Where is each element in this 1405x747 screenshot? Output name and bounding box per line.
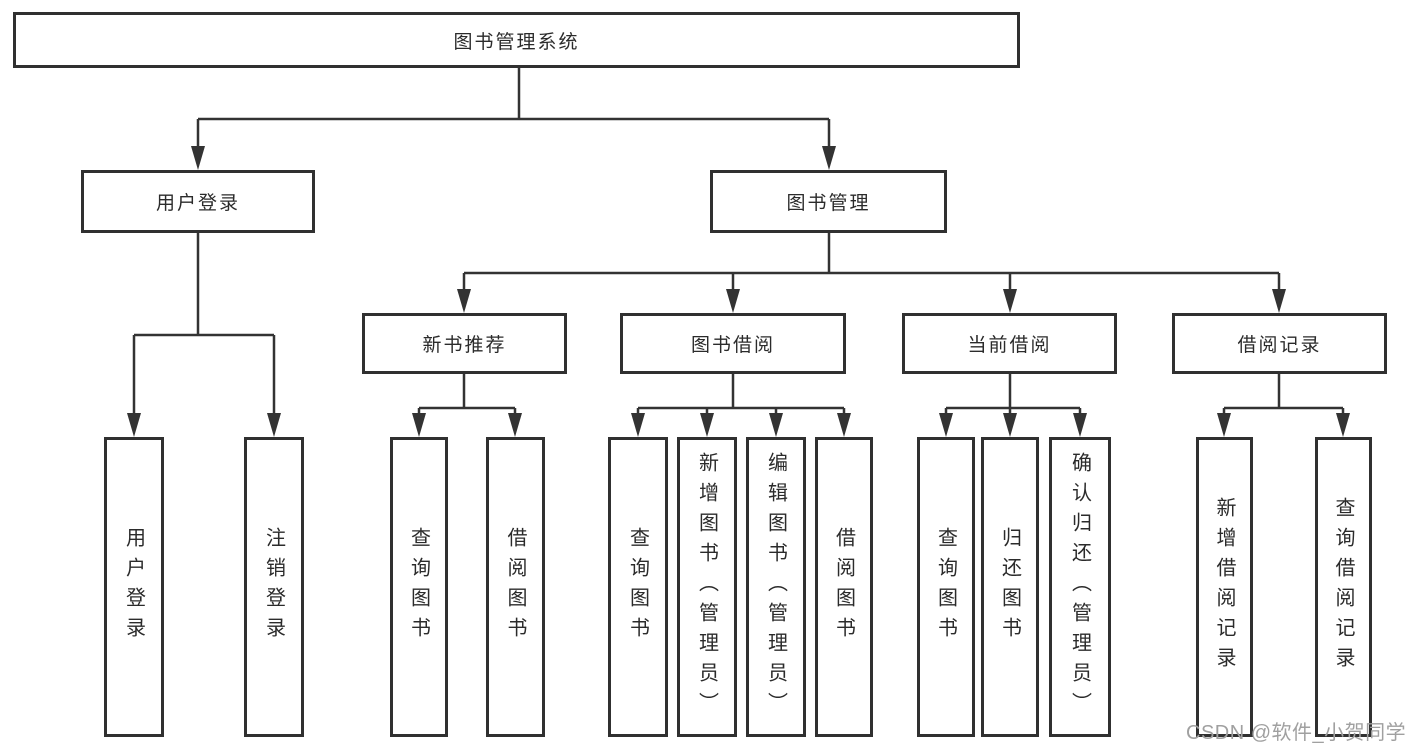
node-current-borrow: 当前借阅 [902, 313, 1117, 374]
leaf-confirm-return-admin: 确认归还（管理员） [1049, 437, 1111, 737]
leaf-logout: 注销登录 [244, 437, 304, 737]
arrowheads [127, 146, 1350, 437]
leaf-add-books-admin: 新增图书（管理员） [677, 437, 737, 737]
leaf-return-books: 归还图书 [981, 437, 1039, 737]
csdn-watermark: CSDN @软件_小贺同学 [1186, 722, 1405, 744]
leaf-query-books-borrow: 查询图书 [608, 437, 668, 737]
leaf-query-books-recommend: 查询图书 [390, 437, 448, 737]
leaf-borrow-books: 借阅图书 [815, 437, 873, 737]
node-book-borrow: 图书借阅 [620, 313, 846, 374]
leaf-query-borrow-record: 查询借阅记录 [1315, 437, 1372, 737]
node-borrow-records: 借阅记录 [1172, 313, 1387, 374]
leaf-add-borrow-record: 新增借阅记录 [1196, 437, 1253, 737]
leaf-borrow-books-recommend: 借阅图书 [486, 437, 545, 737]
node-new-book-recommend: 新书推荐 [362, 313, 567, 374]
leaf-query-books-current: 查询图书 [917, 437, 975, 737]
node-root-system: 图书管理系统 [13, 12, 1020, 68]
node-user-login: 用户登录 [81, 170, 315, 233]
leaf-user-login: 用户登录 [104, 437, 164, 737]
leaf-edit-books-admin: 编辑图书（管理员） [746, 437, 806, 737]
node-book-management: 图书管理 [710, 170, 947, 233]
